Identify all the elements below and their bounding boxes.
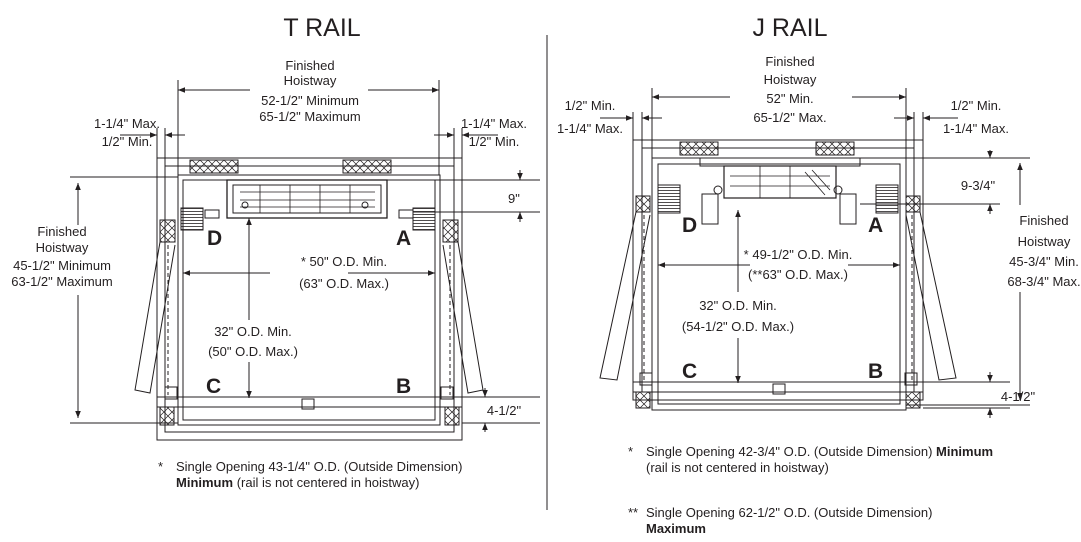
- t-rail-title: T RAIL: [283, 14, 360, 42]
- j-footnote-1-bold: Minimum: [936, 444, 994, 459]
- t-car-width-min: * 50" O.D. Min.: [301, 254, 387, 269]
- j-hoistway-width-min: 52" Min.: [766, 91, 813, 106]
- j-car-width-max: (**63" O.D. Max.): [748, 267, 848, 282]
- j-footnote-1-line-1: Single Opening 42-3/4" O.D. (Outside Dim…: [646, 444, 1078, 460]
- t-rail-dimensions: [70, 80, 540, 432]
- t-hoistway-depth-label-2: Hoistway: [36, 240, 89, 255]
- t-hoistway-width-max: 65-1/2" Maximum: [259, 109, 360, 124]
- j-right-gap-max: 1-1/4" Max.: [943, 121, 1009, 136]
- j-corner-c: C: [682, 360, 697, 383]
- j-footnote-1-text-2: (rail is not centered in hoistway): [646, 460, 829, 475]
- t-bottom-gap: 4-1/2": [487, 403, 522, 418]
- t-footnote-line-2: Minimum (rail is not centered in hoistwa…: [176, 475, 538, 491]
- j-hoistway-depth-label-1: Finished: [1019, 213, 1068, 228]
- t-footnote-bold: Minimum: [176, 475, 234, 490]
- t-hoistway-depth-max: 63-1/2" Maximum: [11, 274, 112, 289]
- t-hoistway-width-label-2: Hoistway: [284, 73, 337, 88]
- t-footnote-marker: *: [158, 459, 164, 474]
- t-car-depth-max: (50" O.D. Max.): [208, 344, 298, 359]
- t-hoistway-depth-label-1: Finished: [37, 224, 86, 239]
- j-car-width-min: * 49-1/2" O.D. Min.: [744, 247, 853, 262]
- j-car-depth-min: 32" O.D. Min.: [699, 298, 777, 313]
- j-footnote-1-text-1: Single Opening 42-3/4" O.D. (Outside Dim…: [646, 444, 933, 459]
- t-right-gap-max: 1-1/4" Max.: [461, 116, 527, 131]
- t-left-gap-max: 1-1/4" Max.: [94, 116, 160, 131]
- t-corner-b: B: [396, 375, 411, 398]
- t-corner-d: D: [207, 227, 222, 250]
- t-rail-drawing: [134, 157, 484, 441]
- t-hoistway-depth-min: 45-1/2" Minimum: [13, 258, 111, 273]
- j-corner-d: D: [682, 214, 697, 237]
- j-hoistway-width-label-1: Finished: [765, 54, 814, 69]
- t-corner-a: A: [396, 227, 411, 250]
- j-corner-b: B: [868, 360, 883, 383]
- j-footnote-1-marker: *: [628, 444, 634, 459]
- j-rail-footnote-2: ** Single Opening 62-1/2" O.D. (Outside …: [628, 505, 1078, 537]
- t-left-gap-min: 1/2" Min.: [102, 134, 153, 149]
- j-corner-a: A: [868, 214, 883, 237]
- t-footnote-text-2: (rail is not centered in hoistway): [236, 475, 420, 490]
- t-hoistway-width-min: 52-1/2" Minimum: [261, 93, 359, 108]
- j-left-gap-min: 1/2" Min.: [565, 98, 616, 113]
- j-hoistway-depth-min: 45-3/4" Min.: [1009, 254, 1079, 269]
- t-right-gap-min: 1/2" Min.: [469, 134, 520, 149]
- t-hoistway-width-label-1: Finished: [285, 58, 334, 73]
- j-hoistway-width-label-2: Hoistway: [764, 72, 817, 87]
- j-footnote-2-marker: **: [628, 505, 639, 520]
- j-car-depth-max: (54-1/2" O.D. Max.): [682, 319, 794, 334]
- t-corner-c: C: [206, 375, 221, 398]
- t-rail-footnote: * Single Opening 43-1/4" O.D. (Outside D…: [158, 459, 538, 491]
- j-hoistway-width-max: 65-1/2" Max.: [753, 110, 826, 125]
- j-rail-title: J RAIL: [752, 14, 827, 42]
- j-right-gap-min: 1/2" Min.: [951, 98, 1002, 113]
- t-rail-offset: 9": [508, 191, 520, 206]
- j-footnote-2-bold: Maximum: [646, 521, 706, 536]
- j-bottom-gap: 4-1/2": [1001, 389, 1036, 404]
- j-rail-offset: 9-3/4": [961, 178, 996, 193]
- j-hoistway-depth-max: 68-3/4" Max.: [1007, 274, 1080, 289]
- j-left-gap-max: 1-1/4" Max.: [557, 121, 623, 136]
- t-car-depth-min: 32" O.D. Min.: [214, 324, 292, 339]
- j-hoistway-depth-label-2: Hoistway: [1018, 234, 1071, 249]
- j-footnote-2-text-1: Single Opening 62-1/2" O.D. (Outside Dim…: [646, 505, 933, 520]
- t-footnote-line-1: Single Opening 43-1/4" O.D. (Outside Dim…: [176, 459, 463, 474]
- j-rail-footnote-1: * Single Opening 42-3/4" O.D. (Outside D…: [628, 444, 1078, 476]
- j-rail-drawing: [599, 139, 957, 411]
- j-rail-dimensions: [600, 88, 1030, 418]
- t-car-width-max: (63" O.D. Max.): [299, 276, 389, 291]
